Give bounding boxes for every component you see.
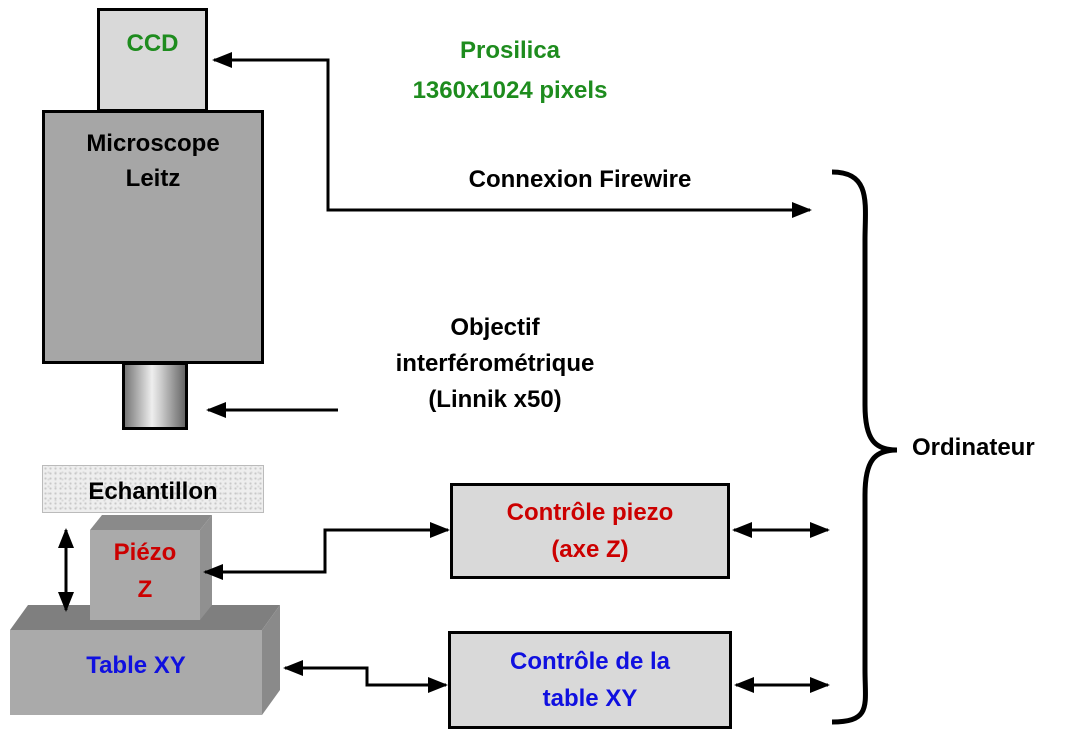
objective-label-line1: Objectif: [450, 314, 540, 341]
objective-label-line3: (Linnik x50): [428, 386, 562, 413]
sample: [42, 465, 264, 513]
table-control-label-line1: Contrôle de la: [509, 648, 671, 675]
piezo-control-label-line2: (axe Z): [551, 536, 629, 563]
computer-label: Ordinateur: [912, 434, 1035, 461]
microscope-label-line2: Leitz: [125, 165, 181, 192]
computer-brace: [831, 169, 898, 725]
firewire-line: [212, 52, 812, 218]
ccd-label: CCD: [126, 30, 179, 57]
table-control-box: [448, 631, 732, 729]
objective-label-line2: interférométrique: [395, 350, 595, 377]
piezo-label-line2: Z: [137, 576, 153, 603]
piezo-link: [203, 522, 450, 580]
table-link: [283, 660, 448, 693]
microscope-label-line1: Microscope: [86, 130, 220, 157]
objective-lens: [122, 362, 188, 430]
sample-label: Echantillon: [88, 478, 218, 505]
table-xy-label: Table XY: [86, 652, 186, 679]
piezo-label-line1: Piézo: [113, 539, 177, 566]
piezo-control-box: [450, 483, 730, 579]
piezo-control-label-line1: Contrôle piezo: [506, 499, 674, 526]
ccd-camera: [97, 8, 208, 112]
table-control-label-line2: table XY: [542, 685, 638, 712]
